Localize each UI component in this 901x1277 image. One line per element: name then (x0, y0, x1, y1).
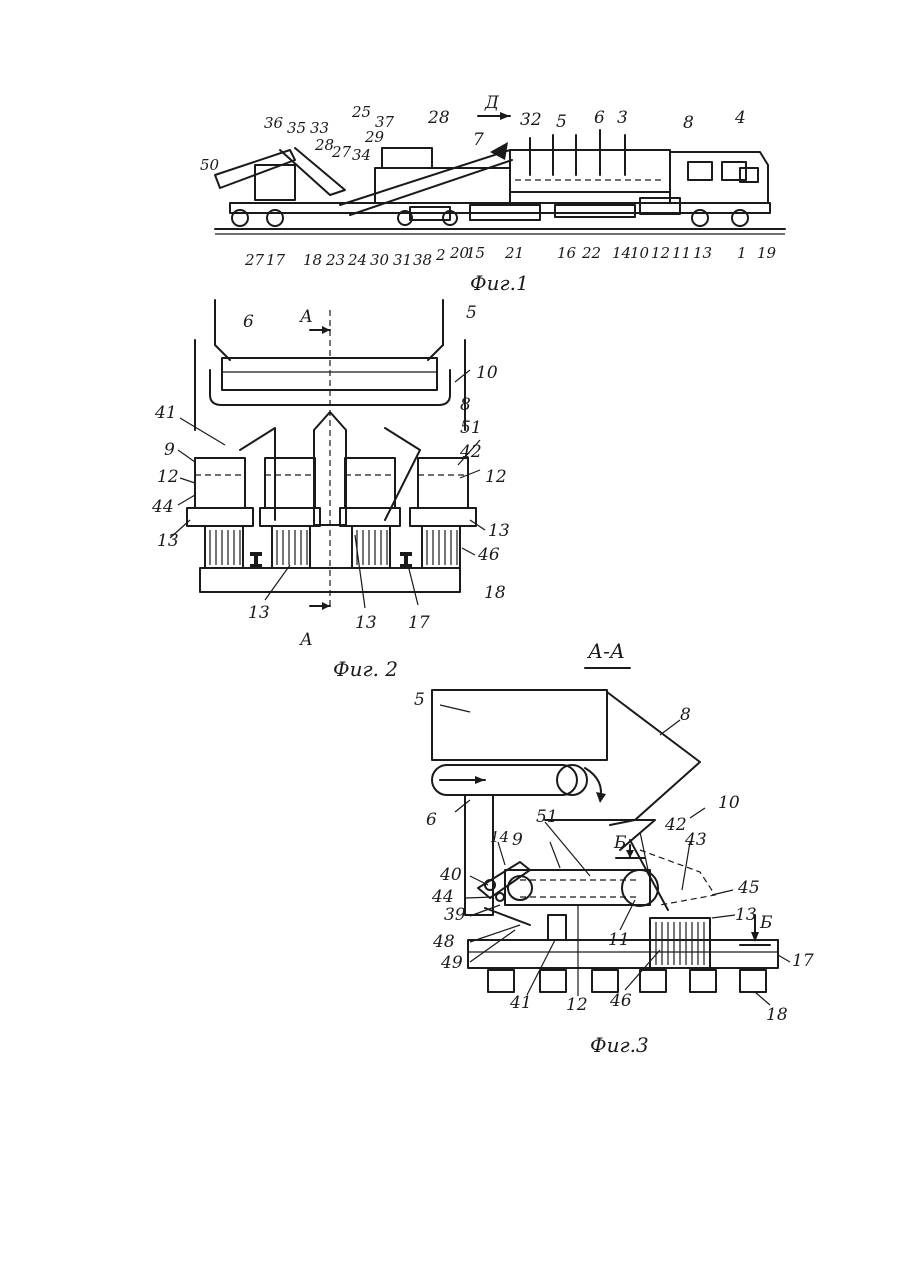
fig3-title: А-А (586, 639, 625, 663)
fig1-label: 33 (310, 119, 329, 137)
fig3-label: 45 (737, 878, 760, 898)
fig2-label: 8 (460, 395, 471, 415)
fig3-label: 13 (735, 905, 757, 925)
fig3-label: 48 (432, 932, 455, 952)
fig1-label: 2 (435, 246, 446, 264)
fig1-label: 5 (556, 112, 567, 132)
fig1-label: 15 (466, 244, 485, 262)
fig3-label: 46 (609, 991, 632, 1011)
fig1-label: 28 (427, 108, 450, 128)
fig2-label: 44 (151, 497, 174, 517)
fig1-label: 24 (347, 251, 367, 269)
figure-1: Д 36 35 33 25 37 28 7 32 5 6 3 8 4 50 28… (200, 93, 785, 295)
fig1-label: 3 (617, 108, 628, 128)
fig2-label: 5 (466, 303, 477, 323)
fig2-label: 12 (485, 467, 507, 487)
fig2-label: 13 (355, 613, 377, 633)
fig3-label: 39 (444, 905, 466, 925)
fig2-label: 9 (164, 440, 175, 460)
fig3-label: 44 (431, 887, 454, 907)
fig3-label: 41 (509, 993, 532, 1013)
fig3-label: 6 (426, 810, 437, 830)
fig1-label: 34 (352, 146, 371, 164)
fig1-label: 29 (364, 128, 385, 146)
fig2-label: 10 (476, 363, 498, 383)
fig1-label: 16 (557, 244, 577, 262)
fig1-label: 27 (331, 143, 352, 161)
fig1-label: 13 (693, 244, 712, 262)
fig1-label: 19 (757, 244, 777, 262)
fig3-section-mark: Б (759, 913, 773, 933)
fig3-label: 10 (718, 793, 740, 813)
fig1-label: 32 (520, 110, 542, 130)
fig3-label: 42 (664, 815, 687, 835)
unit-3 (340, 458, 400, 568)
fig1-label: 7 (473, 130, 484, 150)
fig3-section-mark: Б (613, 833, 627, 853)
fig2-label: 42 (459, 442, 482, 462)
fig3-label: 12 (566, 995, 588, 1015)
fig1-label: 36 (264, 114, 284, 132)
fig3-label: 14 (490, 828, 509, 846)
fig3-label: 49 (440, 953, 463, 973)
fig1-label: 22 (581, 244, 601, 262)
fig2-label: 13 (157, 531, 179, 551)
fig2-label: 12 (157, 467, 179, 487)
fig2-label: 18 (484, 583, 506, 603)
fig1-label: 18 (303, 251, 322, 269)
fig2-section-mark: А (299, 307, 313, 327)
fig3-label: 40 (439, 865, 462, 885)
fig1-caption: Фиг.1 (470, 271, 529, 295)
fig1-arrow-label: Д (484, 93, 500, 113)
fig2-label: 51 (460, 418, 482, 438)
fig3-label: 51 (536, 807, 558, 827)
figure-2: А А (151, 300, 510, 681)
fig3-label: 17 (792, 951, 814, 971)
fig1-label: 21 (504, 244, 524, 262)
fig3-label: 43 (684, 830, 707, 850)
fig1-label: 25 (351, 103, 371, 121)
fig1-label: 14 (612, 244, 631, 262)
fig2-section-mark: А (299, 630, 313, 650)
fig1-label: 23 (325, 251, 345, 269)
fig1-label: 4 (734, 108, 746, 128)
fig3-label: 8 (680, 705, 691, 725)
unit-1 (187, 458, 253, 568)
fig1-label: 35 (287, 119, 306, 137)
fig1-label: 8 (683, 113, 694, 133)
fig1-label: 10 (630, 244, 650, 262)
fig2-label: 13 (248, 603, 270, 623)
fig1-label: 38 (413, 251, 432, 269)
fig3-label: 5 (414, 690, 425, 710)
fig1-label: 11 (672, 244, 691, 262)
fig1-label: 31 (393, 251, 412, 269)
fig1-label: 1 (737, 244, 747, 262)
fig3-caption: Фиг.3 (590, 1033, 649, 1057)
fig2-caption: Фиг. 2 (333, 657, 398, 681)
fig2-label: 46 (477, 545, 500, 565)
fig3-label: 18 (766, 1005, 788, 1025)
fig1-label: 27 (244, 251, 265, 269)
fig2-label: 6 (243, 312, 254, 332)
fig2-label: 13 (488, 521, 510, 541)
figure-3: А-А Б (414, 639, 814, 1057)
unit-4 (410, 458, 476, 568)
fig1-label: 50 (200, 156, 220, 174)
fig1-label: 6 (594, 108, 605, 128)
fig3-label: 9 (512, 830, 523, 850)
fig2-label: 17 (408, 613, 430, 633)
fig1-label: 12 (651, 244, 670, 262)
fig2-label: 41 (154, 403, 177, 423)
unit-2 (260, 458, 320, 568)
fig3-label: 11 (608, 930, 630, 950)
fig1-label: 17 (266, 251, 286, 269)
fig1-label: 30 (370, 251, 390, 269)
